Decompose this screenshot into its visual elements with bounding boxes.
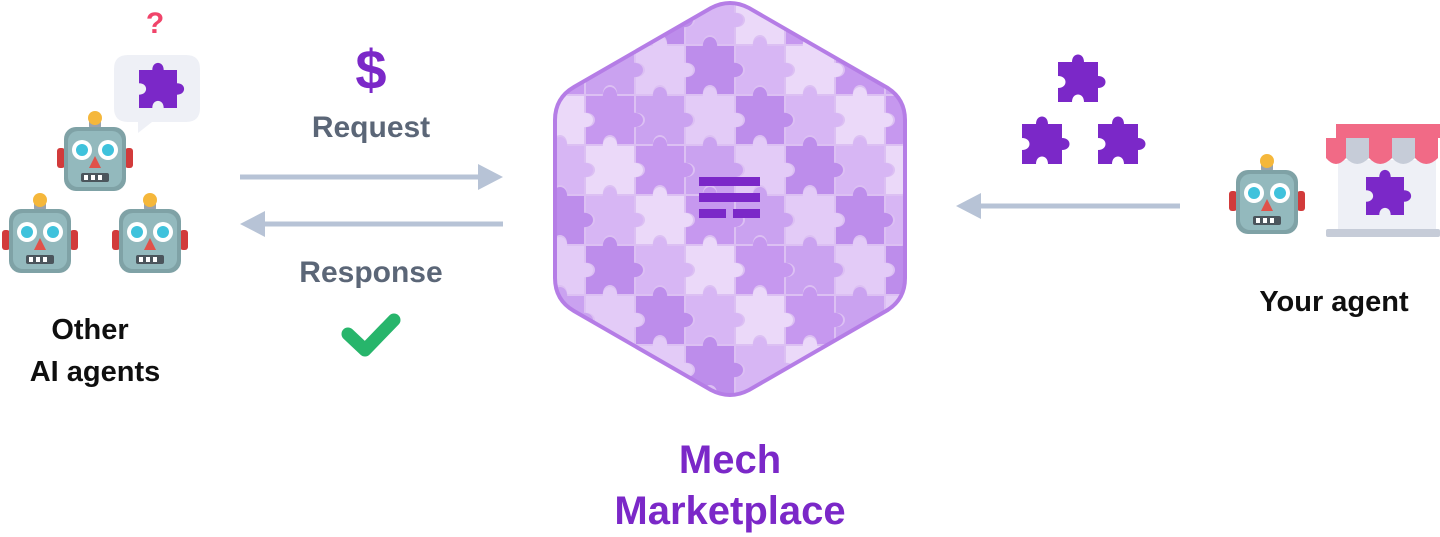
arrow-left-icon bbox=[956, 193, 981, 219]
robot-icon bbox=[57, 111, 133, 191]
other-agents-label-line1: Other bbox=[51, 314, 129, 346]
offer-arrow bbox=[956, 193, 1180, 219]
other-agents-group bbox=[2, 55, 200, 273]
other-agents-label-line2: AI agents bbox=[29, 356, 161, 388]
puzzle-tile bbox=[555, 3, 593, 44]
request-label: Request bbox=[311, 111, 431, 144]
checkmark-icon bbox=[341, 313, 401, 357]
puzzle-tile bbox=[836, 3, 893, 44]
response-label: Response bbox=[299, 256, 443, 289]
arrow-right-icon bbox=[478, 164, 503, 190]
robot-icon bbox=[1229, 154, 1305, 234]
puzzle-piece-icon bbox=[1022, 116, 1070, 164]
puzzle-tile bbox=[586, 3, 643, 44]
marketplace-hexagon bbox=[553, 1, 907, 397]
puzzle-piece-icon bbox=[1058, 54, 1106, 102]
puzzle-pieces-group bbox=[1022, 54, 1146, 164]
marketplace-label-line1: Mech bbox=[678, 438, 782, 482]
puzzle-tile bbox=[555, 337, 593, 394]
mech-logo-icon bbox=[699, 177, 760, 218]
robot-icon bbox=[2, 193, 78, 273]
response-arrow bbox=[240, 211, 503, 237]
puzzle-tile bbox=[836, 337, 893, 394]
speech-bubble-icon bbox=[114, 55, 200, 133]
your-agent-group bbox=[1229, 124, 1440, 237]
marketplace-label-line2: Marketplace bbox=[614, 489, 846, 533]
arrow-left-icon bbox=[240, 211, 265, 237]
storefront-icon bbox=[1326, 124, 1440, 237]
puzzle-piece-icon bbox=[1098, 116, 1146, 164]
puzzle-tile bbox=[886, 337, 905, 394]
dollar-sign-icon: $ bbox=[355, 38, 387, 101]
your-agent-label: Your agent bbox=[1259, 286, 1409, 318]
puzzle-tile bbox=[886, 3, 905, 44]
question-mark-icon: ? bbox=[145, 7, 165, 40]
puzzle-tile bbox=[786, 3, 843, 44]
robot-icon bbox=[112, 193, 188, 273]
puzzle-tile bbox=[886, 37, 905, 94]
request-arrow bbox=[240, 164, 503, 190]
